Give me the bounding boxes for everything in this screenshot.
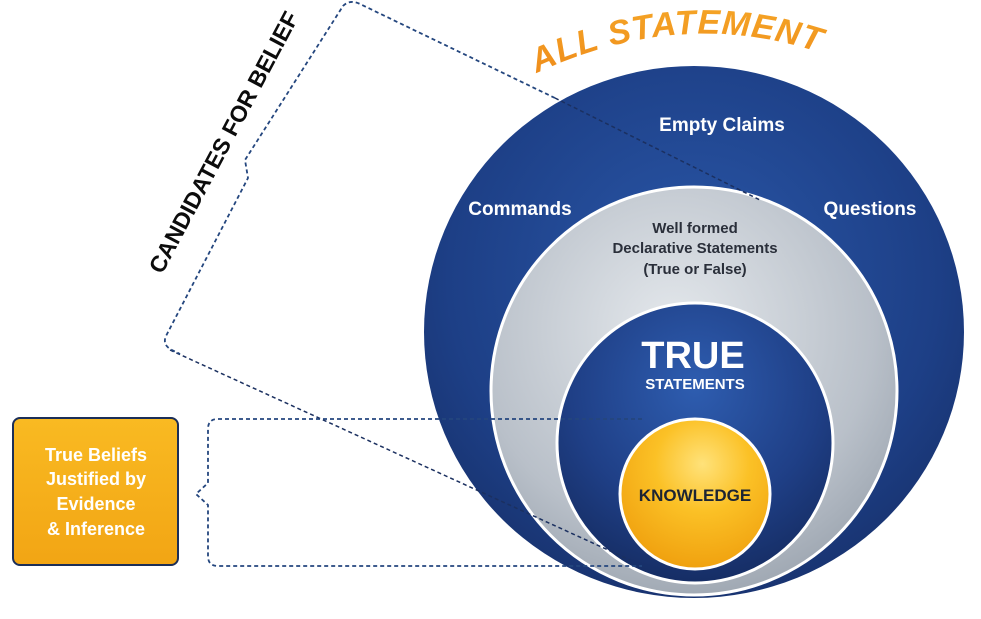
label-commands: Commands [468,199,571,220]
knowledge-circle [618,417,772,571]
label-questions: Questions [824,199,917,220]
candidates-label: CANDIDATES FOR BELIEF [143,7,303,277]
definition-line-2: Justified by [46,469,146,489]
dashed-connector [169,349,631,561]
label-statements: STATEMENTS [645,376,744,393]
label-true: TRUE [641,335,744,377]
definition-line-1: True Beliefs [45,445,147,465]
label-knowledge: KNOWLEDGE [639,486,751,505]
dashed-connector [554,97,761,201]
definition-line-4: & Inference [47,519,145,539]
label-empty-claims: Empty Claims [659,115,785,136]
definition-box [12,417,179,566]
candidates-bracket [163,1,556,355]
label-declarative: Declarative Statements [612,240,777,257]
definition-bracket [194,418,642,567]
label-well-formed: Well formed [652,220,738,237]
definition-line-3: Evidence [56,494,135,514]
label-true-or-false: (True or False) [643,261,746,278]
